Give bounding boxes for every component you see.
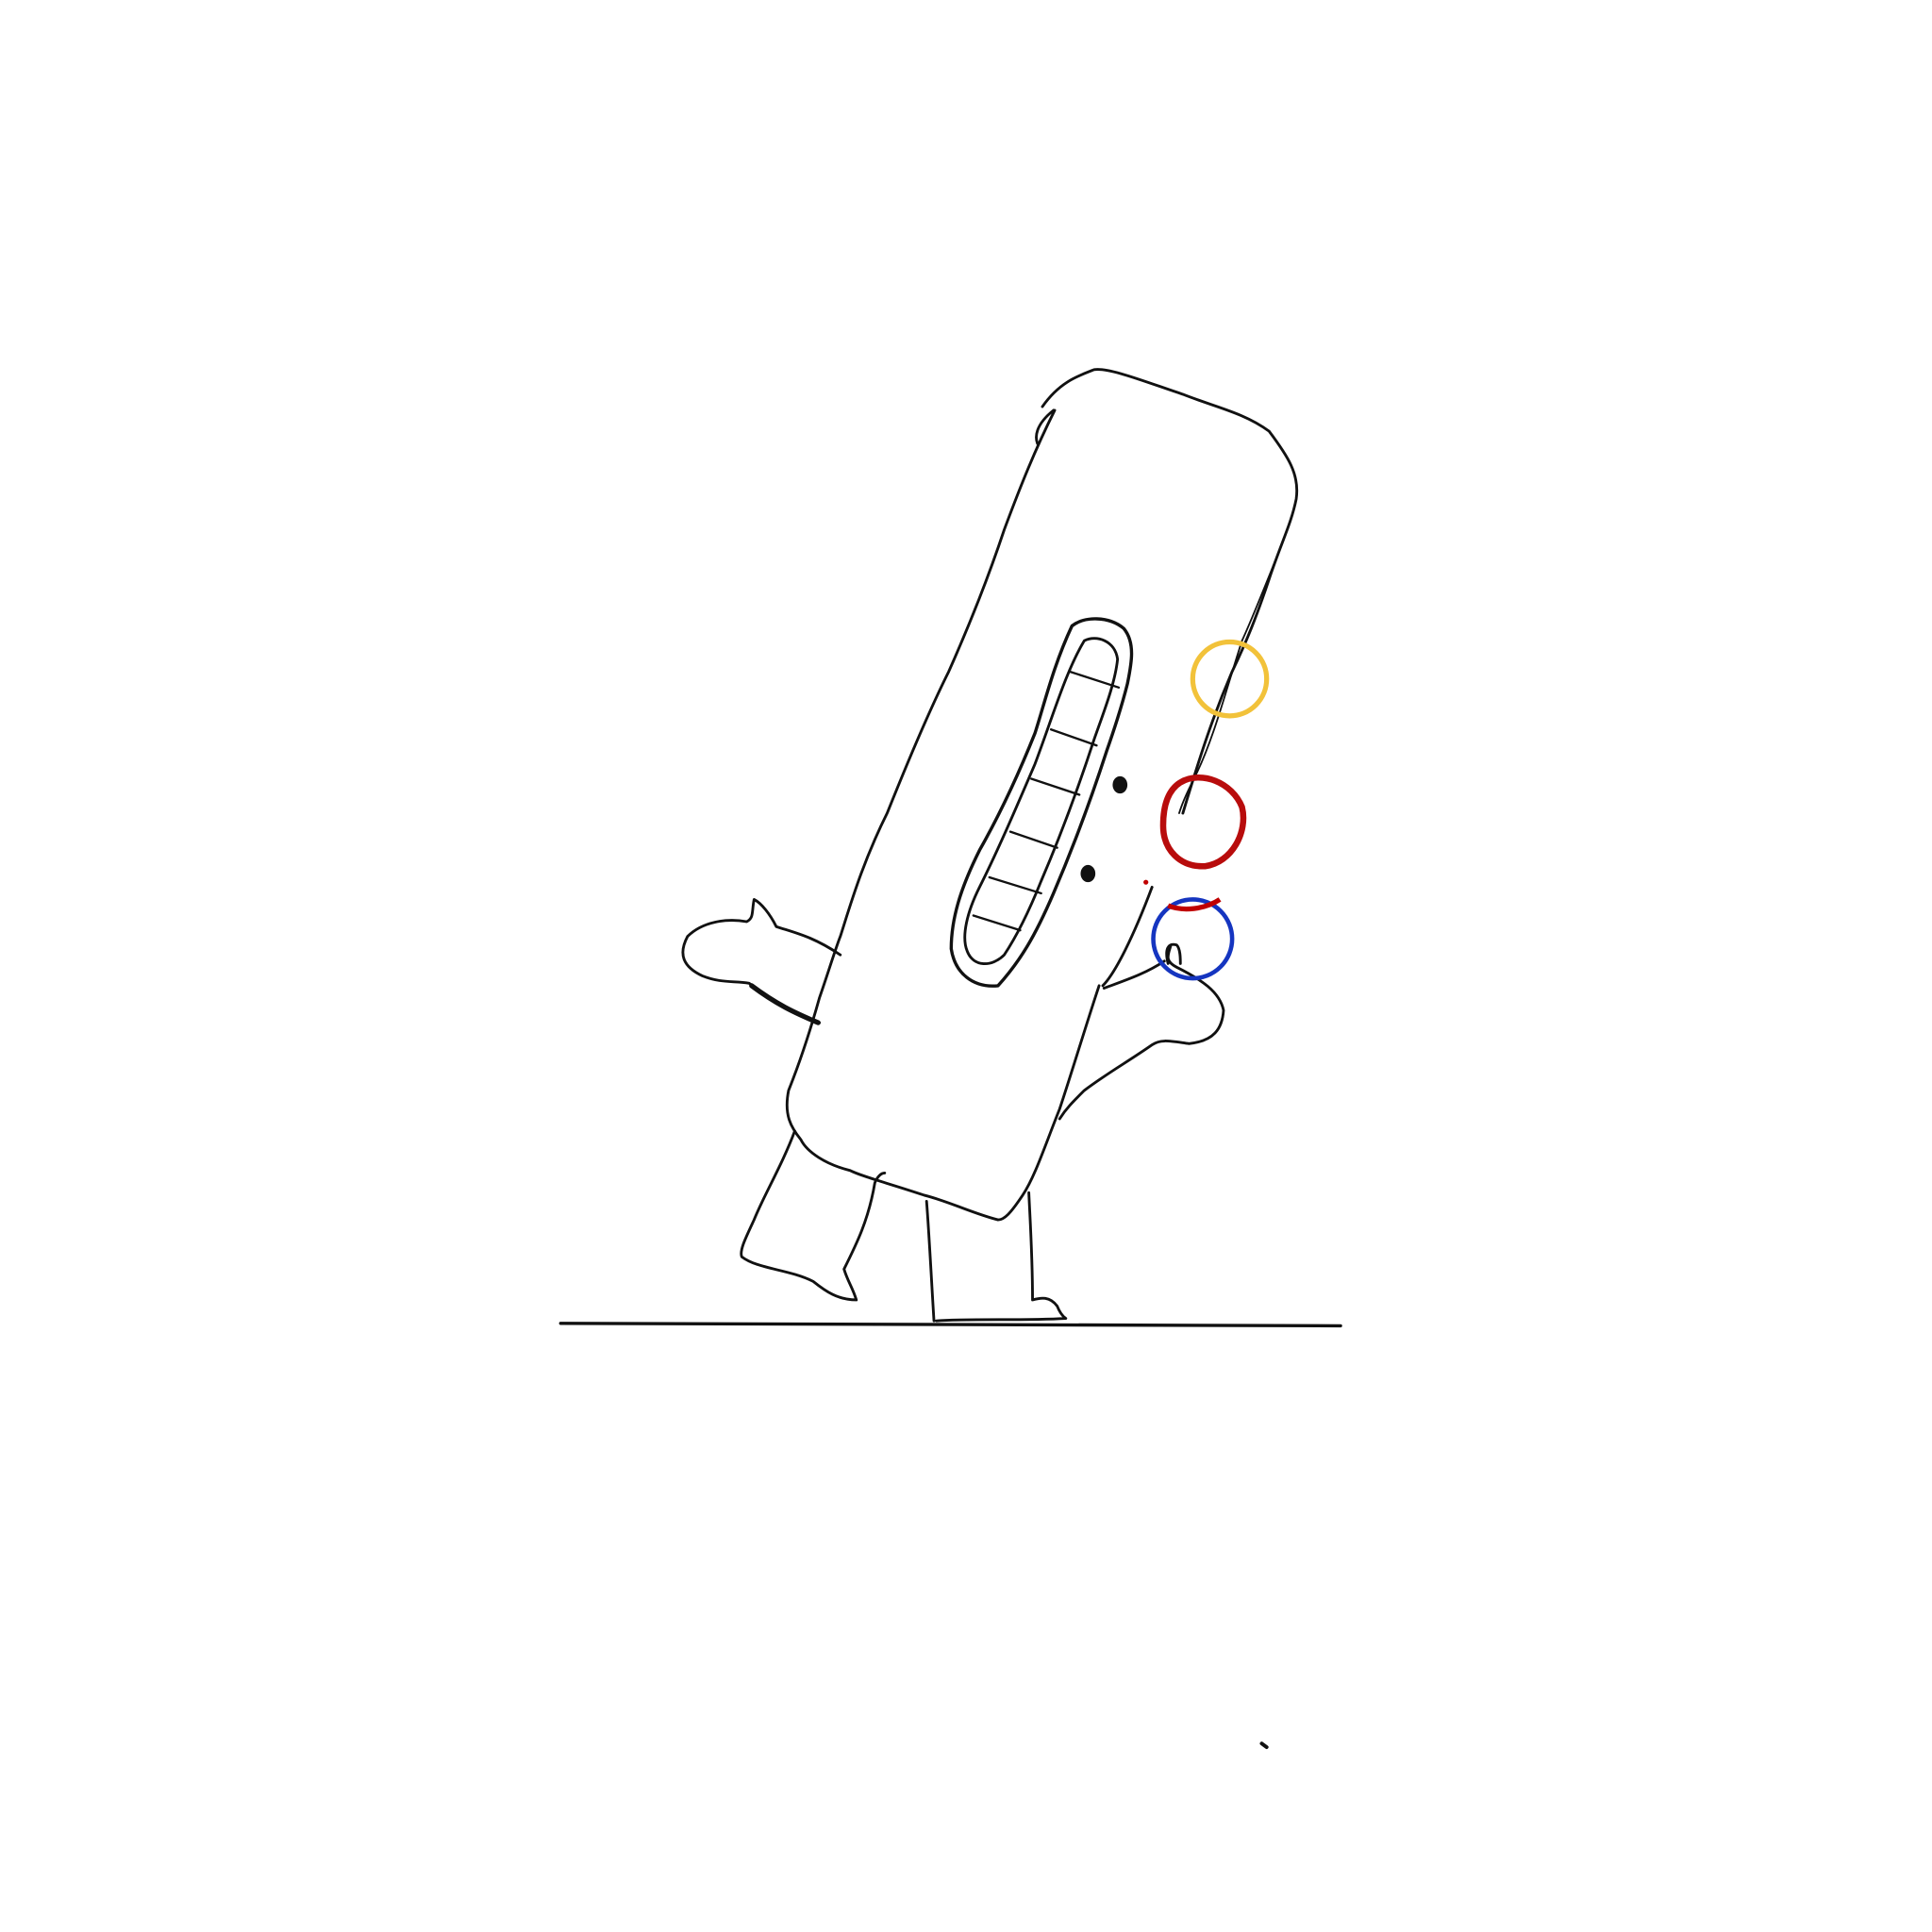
left-arm-edge bbox=[749, 983, 821, 1025]
red-mouth-mark bbox=[1167, 897, 1222, 912]
right-arm bbox=[1058, 944, 1225, 1121]
eye-left bbox=[1080, 864, 1096, 883]
character-figure bbox=[558, 368, 1342, 1750]
thumb bbox=[1165, 942, 1182, 965]
red-dot bbox=[1143, 879, 1149, 885]
window-bars bbox=[972, 670, 1121, 932]
yellow-circle bbox=[1190, 639, 1270, 719]
stray-mark bbox=[1259, 1741, 1269, 1750]
left-arm bbox=[681, 898, 842, 1024]
window-inner bbox=[963, 637, 1120, 965]
right-leg bbox=[924, 1191, 1068, 1323]
blue-circle bbox=[1151, 897, 1235, 981]
red-circle bbox=[1159, 774, 1247, 870]
side-line bbox=[1178, 559, 1276, 814]
left-leg bbox=[740, 1129, 887, 1302]
body-outline bbox=[785, 368, 1299, 1222]
window-outer bbox=[949, 617, 1134, 988]
eye-right bbox=[1112, 775, 1128, 794]
ground-line bbox=[558, 1322, 1342, 1328]
